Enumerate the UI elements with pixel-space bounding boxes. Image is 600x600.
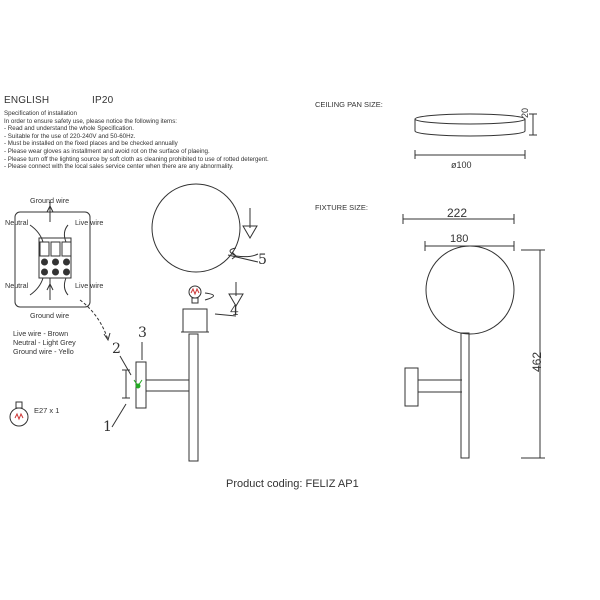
product-coding: Product coding: FELIZ AP1 (226, 478, 359, 490)
wire-color-legend: Live wire - Brown Neutral - Light Grey G… (13, 329, 76, 356)
language-label: ENGLISH (4, 95, 50, 106)
spec-item: - Please connect with the local sales se… (4, 163, 234, 171)
spec-item: - Please wear gloves as installment and … (4, 147, 210, 155)
ceiling-pan-title: CEILING PAN SIZE: (315, 100, 383, 109)
live-wire-bottom-label: Live wire (75, 281, 104, 290)
neutral-bottom-label: Neutral (5, 281, 29, 290)
ground-wire-bottom-label: Ground wire (30, 311, 70, 320)
spec-block: Specification of installation In order t… (4, 110, 269, 171)
spec-intro: In order to ensure safety use, please no… (4, 117, 178, 125)
live-wire-top-label: Live wire (75, 218, 104, 227)
part-number-4: 4 (230, 303, 239, 319)
bulb-icon (9, 401, 29, 427)
bulb-spec-label: E27 x 1 (34, 406, 60, 415)
spec-item: - Suitable for the use of 220-240V and 5… (4, 132, 136, 140)
ceiling-pan-drawing (414, 113, 537, 159)
wiring-box-drawing (14, 202, 111, 342)
part-number-3: 3 (138, 325, 147, 341)
spec-title: Specification of installation (4, 110, 77, 117)
legend-neutral: Neutral - Light Grey (13, 338, 76, 347)
fixture-title: FIXTURE SIZE: (315, 203, 368, 212)
spec-item: - Read and understand the whole Specific… (4, 125, 135, 133)
part-number-1: 1 (103, 419, 112, 435)
ip-rating: IP20 (92, 95, 114, 106)
fixture-width-outer: 222 (447, 206, 468, 220)
lamp-exploded-view (111, 183, 259, 462)
spec-item: - Please turn off the lighting source by… (4, 155, 269, 163)
part-number-2: 2 (112, 341, 121, 357)
fixture-width-globe: 180 (450, 233, 469, 245)
legend-live: Live wire - Brown (13, 329, 69, 338)
ceiling-pan-diameter: ø100 (451, 160, 472, 170)
ground-wire-top-label: Ground wire (30, 196, 70, 205)
legend-ground: Ground wire - Yello (13, 347, 74, 356)
part-number-5: 5 (258, 252, 267, 268)
neutral-top-label: Neutral (5, 218, 29, 227)
spec-item: - Must be installed on the fixed places … (4, 140, 178, 148)
fixture-drawing (402, 214, 545, 459)
